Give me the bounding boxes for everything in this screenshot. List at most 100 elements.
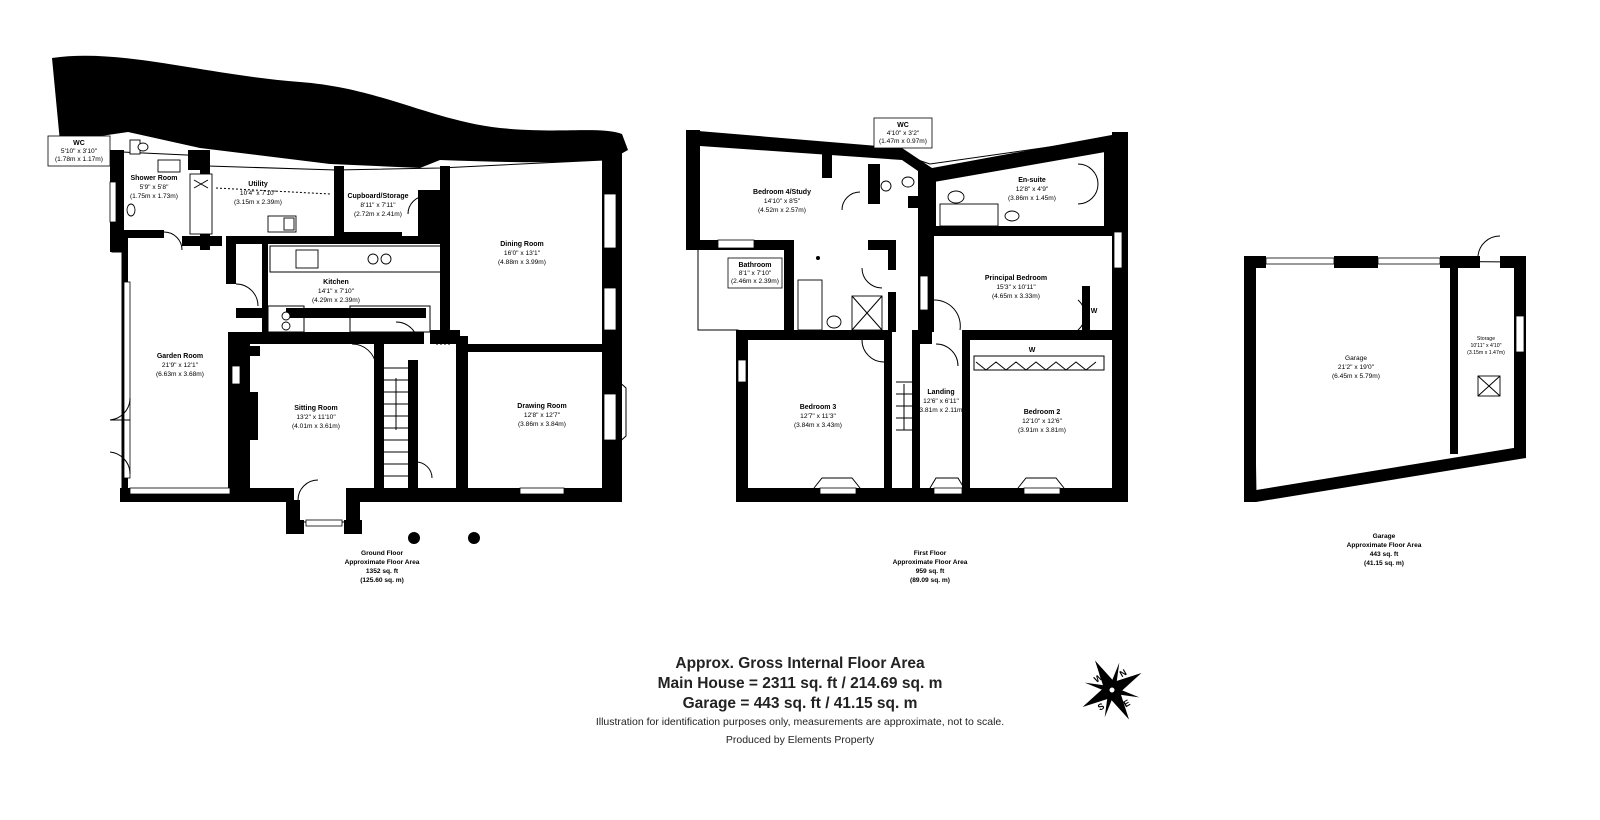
svg-text:W: W xyxy=(1029,347,1036,354)
svg-text:21'9" x 12'1": 21'9" x 12'1" xyxy=(162,362,199,369)
svg-text:(2.72m x 2.41m): (2.72m x 2.41m) xyxy=(354,211,402,218)
svg-text:1352 sq. ft: 1352 sq. ft xyxy=(366,568,399,575)
bed4-dims: 14'10" x 8'5" xyxy=(764,198,801,205)
svg-text:Bathroom: Bathroom xyxy=(738,262,771,269)
svg-text:Garden Room: Garden Room xyxy=(157,353,203,360)
garage-dims: 21'2" x 19'0" xyxy=(1338,364,1375,371)
landing-name: Landing xyxy=(927,389,954,396)
svg-text:14'1" x 7'10": 14'1" x 7'10" xyxy=(318,288,355,295)
principal-name: Principal Bedroom xyxy=(985,275,1047,282)
svg-text:8'1" x 7'10": 8'1" x 7'10" xyxy=(739,270,772,277)
svg-text:Dining Room: Dining Room xyxy=(500,241,544,248)
svg-text:12'10" x 12'6": 12'10" x 12'6" xyxy=(1022,418,1062,425)
svg-text:8'11" x 7'11": 8'11" x 7'11" xyxy=(360,202,396,209)
shower-name: Shower Room xyxy=(130,175,177,182)
gf-area-sqft: 1352 sq. ft xyxy=(366,568,399,575)
wc2-name: WC xyxy=(897,122,909,129)
kitchen-dims: 14'1" x 7'10" xyxy=(318,288,355,295)
bed4-name: Bedroom 4/Study xyxy=(753,189,811,196)
svg-text:(3.91m x 3.81m): (3.91m x 3.81m) xyxy=(1018,427,1066,434)
summary-heading: Approx. Gross Internal Floor Area xyxy=(675,655,925,672)
svg-text:Cupboard/Storage: Cupboard/Storage xyxy=(347,193,408,200)
wc-dims-m: (1.78m x 1.17m) xyxy=(55,156,103,163)
svg-text:(3.81m x 2.11m): (3.81m x 2.11m) xyxy=(917,407,965,414)
garage-name: Garage xyxy=(1345,355,1367,362)
svg-text:Garage: Garage xyxy=(1373,533,1396,540)
svg-text:12'8" x 4'9": 12'8" x 4'9" xyxy=(1016,186,1049,193)
landing-dims: 12'6" x 6'11" xyxy=(923,398,959,405)
garage-area-sqft: 443 sq. ft xyxy=(1370,551,1399,558)
svg-text:(2.46m x 2.39m): (2.46m x 2.39m) xyxy=(731,278,779,285)
svg-text:Bedroom 3: Bedroom 3 xyxy=(800,404,837,411)
cupboard-name: Cupboard/Storage xyxy=(347,193,408,200)
compass-south: S xyxy=(1096,701,1106,713)
sitting-name: Sitting Room xyxy=(294,405,338,412)
svg-text:12'8" x 12'7": 12'8" x 12'7" xyxy=(524,412,561,419)
svg-text:Approximate Floor Area: Approximate Floor Area xyxy=(1347,542,1422,549)
storage-dims: 10'11" x 4'10" xyxy=(1471,343,1502,349)
svg-text:Storage: Storage xyxy=(1477,336,1495,342)
garden-dims-m: (6.63m x 3.68m) xyxy=(156,371,204,378)
svg-text:(41.15 sq. m): (41.15 sq. m) xyxy=(1364,560,1404,567)
storage-name: Storage xyxy=(1477,336,1495,342)
ff-area-sqm: (89.09 sq. m) xyxy=(910,577,950,584)
svg-text:4'10" x 3'2": 4'10" x 3'2" xyxy=(887,130,920,137)
utility-name: Utility xyxy=(248,181,268,188)
landing-dims-m: (3.81m x 2.11m) xyxy=(917,407,965,414)
garage-area-sqm: (41.15 sq. m) xyxy=(1364,560,1404,567)
principal-dims-m: (4.65m x 3.33m) xyxy=(992,293,1040,300)
summary-producer: Produced by Elements Property xyxy=(725,734,875,746)
principal-dims: 15'3" x 10'11" xyxy=(996,284,1036,291)
svg-text:10'4" x 7'10": 10'4" x 7'10" xyxy=(240,190,277,197)
room-labels: WC 5'10" x 3'10" (1.78m x 1.17m) Shower … xyxy=(47,117,1505,434)
ensuite-name: En-suite xyxy=(1018,177,1046,184)
cupboard-dims: 8'11" x 7'11" xyxy=(360,202,396,209)
ensuite-dims: 12'8" x 4'9" xyxy=(1016,186,1049,193)
ground-floor-plan xyxy=(52,55,628,544)
dining-name: Dining Room xyxy=(500,241,544,248)
bath-dims-m: (2.46m x 2.39m) xyxy=(731,278,779,285)
svg-text:Kitchen: Kitchen xyxy=(323,279,349,286)
svg-text:WC: WC xyxy=(73,140,85,147)
svg-text:Sitting Room: Sitting Room xyxy=(294,405,338,412)
bed3-dims: 12'7" x 11'3" xyxy=(800,413,836,420)
svg-text:Drawing Room: Drawing Room xyxy=(517,403,566,410)
svg-text:N: N xyxy=(1118,667,1129,679)
wardrobe-marker-bed2: W xyxy=(1029,347,1036,354)
svg-text:Principal Bedroom: Principal Bedroom xyxy=(985,275,1047,282)
svg-text:En-suite: En-suite xyxy=(1018,177,1046,184)
bed2-dims-m: (3.91m x 3.81m) xyxy=(1018,427,1066,434)
summary-disclaimer: Illustration for identification purposes… xyxy=(595,716,1005,728)
kitchen-dims-m: (4.29m x 2.39m) xyxy=(312,297,360,304)
utility-dims-m: (3.15m x 2.39m) xyxy=(234,199,282,206)
bed3-dims-m: (3.84m x 3.43m) xyxy=(794,422,842,429)
compass-north: N xyxy=(1118,667,1129,679)
svg-text:(4.65m x 3.33m): (4.65m x 3.33m) xyxy=(992,293,1040,300)
bath-dims: 8'1" x 7'10" xyxy=(739,270,772,277)
svg-text:Utility: Utility xyxy=(248,181,268,188)
svg-text:Approximate Floor Area: Approximate Floor Area xyxy=(345,559,420,566)
svg-text:12'6" x 6'11": 12'6" x 6'11" xyxy=(923,398,959,405)
wardrobe-marker-principal: W xyxy=(1091,308,1098,315)
svg-text:W: W xyxy=(1091,308,1098,315)
svg-text:First Floor: First Floor xyxy=(914,550,947,557)
sitting-dims-m: (4.01m x 3.61m) xyxy=(292,423,340,430)
svg-text:(3.15m x 2.39m): (3.15m x 2.39m) xyxy=(234,199,282,206)
floor-area-labels: Ground Floor Approximate Floor Area 1352… xyxy=(345,533,1422,584)
floor-area-summary: Approx. Gross Internal Floor Area Main H… xyxy=(540,654,1060,748)
svg-text:WC: WC xyxy=(897,122,909,129)
drawing-name: Drawing Room xyxy=(517,403,566,410)
svg-text:(3.86m x 1.45m): (3.86m x 1.45m) xyxy=(1008,195,1056,202)
svg-text:443 sq. ft: 443 sq. ft xyxy=(1370,551,1399,558)
drawing-dims: 12'8" x 12'7" xyxy=(524,412,561,419)
svg-text:Landing: Landing xyxy=(927,389,954,396)
compass-rose: N E S W xyxy=(1082,660,1142,720)
svg-text:(3.84m x 3.43m): (3.84m x 3.43m) xyxy=(794,422,842,429)
svg-text:(4.29m x 2.39m): (4.29m x 2.39m) xyxy=(312,297,360,304)
garden-name: Garden Room xyxy=(157,353,203,360)
gf-area-title: Ground Floor xyxy=(361,550,404,557)
svg-text:(6.63m x 3.68m): (6.63m x 3.68m) xyxy=(156,371,204,378)
compass-east: E xyxy=(1122,698,1132,710)
bed2-name: Bedroom 2 xyxy=(1024,409,1061,416)
bath-name: Bathroom xyxy=(738,262,771,269)
